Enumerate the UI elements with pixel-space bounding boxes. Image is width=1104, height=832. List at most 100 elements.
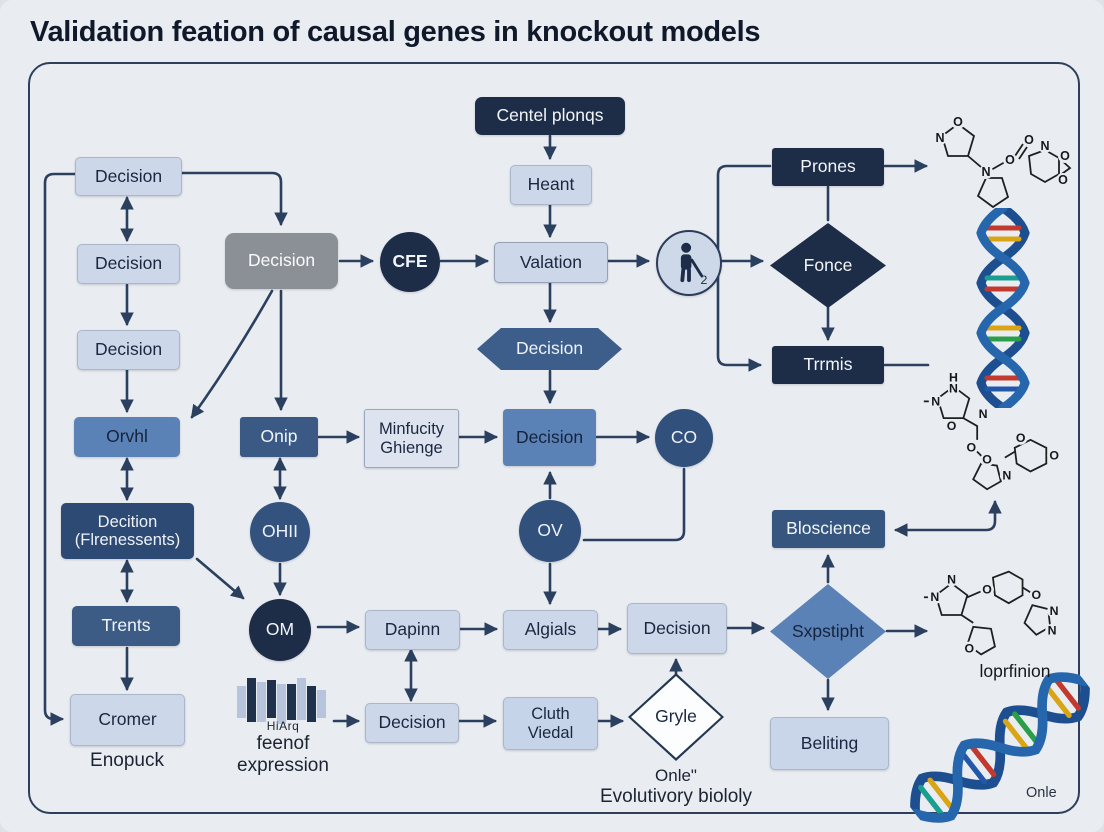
- node-label: OHII: [262, 521, 298, 542]
- caption-expression: expression: [237, 755, 329, 776]
- node-label: Prones: [800, 156, 856, 177]
- node-decision-mid: Decision: [503, 409, 596, 466]
- atom-label: O: [982, 453, 992, 467]
- node-person-circle: 2: [656, 230, 722, 296]
- node-label: Sxpstipht: [792, 620, 864, 641]
- atom-label: H: [949, 371, 958, 385]
- bar: [247, 678, 256, 722]
- node-label: Heant: [527, 174, 575, 195]
- bar: [267, 680, 276, 718]
- node-trents: Trents: [72, 606, 180, 646]
- atom-label: N: [981, 165, 990, 179]
- node-centel-plonqs: Centel plonqs: [475, 97, 625, 135]
- caption-onle-note: Onle": [655, 766, 697, 785]
- caption-enopuck: Enopuck: [90, 750, 164, 771]
- node-decision-row: Decision: [627, 603, 727, 654]
- node-label: Onip: [260, 426, 298, 447]
- node-ohii: OHII: [250, 502, 310, 562]
- caption-hiarq: HiArq: [266, 719, 300, 733]
- atom-label: O: [1005, 153, 1015, 167]
- caption-feenof: feenof: [256, 733, 310, 754]
- node-label: Decision: [643, 617, 711, 638]
- person-subscript: 2: [700, 273, 707, 287]
- atom-label: O: [1058, 173, 1068, 187]
- node-prones: Prones: [772, 148, 884, 186]
- figure-frame: [28, 62, 1080, 814]
- node-label: CFE: [392, 251, 428, 272]
- node-label: Valation: [520, 251, 582, 272]
- node-label: Decition(Flrenessents): [75, 513, 180, 550]
- chemical-structure-middle-icon: H N N O N O O N O O: [923, 371, 1062, 491]
- caption-onle-corner: Onle: [1026, 785, 1057, 801]
- node-decition-flrenessents: Decition(Flrenessents): [61, 503, 194, 559]
- node-label: OV: [537, 520, 563, 541]
- atom-label: O: [965, 641, 975, 655]
- node-decision-hexagon: Decision: [477, 328, 622, 370]
- atom-label: O: [1060, 149, 1070, 163]
- node-label: Decision: [378, 712, 446, 733]
- node-heant: Heant: [510, 165, 592, 205]
- node-algials: Algials: [503, 610, 598, 650]
- atom-label: O: [953, 115, 963, 129]
- atom-label: O: [966, 441, 976, 455]
- atom-label: N: [930, 590, 939, 604]
- node-decision-1: Decision: [75, 157, 182, 196]
- node-label: Decision: [94, 165, 163, 186]
- dna-helix-diagonal-icon: [910, 672, 1090, 823]
- bar: [277, 684, 286, 724]
- atom-label: O: [982, 582, 992, 596]
- node-label: Algials: [524, 619, 577, 640]
- atom-label: N: [935, 131, 944, 145]
- node-bloscience: Bloscience: [772, 510, 885, 548]
- node-label: Beliting: [800, 732, 859, 753]
- atom-label: O: [1024, 133, 1034, 147]
- node-decision-bottom: Decision: [365, 703, 459, 743]
- node-cfe: CFE: [380, 232, 440, 292]
- atom-label: O: [947, 419, 957, 433]
- atom-label: O: [1032, 588, 1042, 602]
- node-label-line1: Minfucity: [378, 420, 445, 439]
- atom-label: N: [979, 407, 988, 421]
- node-dapinn: Dapinn: [365, 610, 460, 650]
- bar: [297, 678, 306, 720]
- node-label-line2: Ghienge: [380, 438, 443, 457]
- node-om: OM: [249, 599, 311, 661]
- node-valation: Valation: [494, 242, 608, 283]
- node-decision-gray: Decision: [225, 233, 338, 289]
- node-label: Decision: [515, 338, 584, 359]
- node-label: Gryle: [655, 706, 697, 727]
- bar: [237, 686, 246, 718]
- caption-gryle-block: Onle" Evolutivory biololy: [576, 766, 776, 808]
- bar: [317, 690, 326, 718]
- node-trrmis: Trrmis: [772, 346, 884, 384]
- node-label: Trrmis: [803, 354, 853, 375]
- node-decision-2: Decision: [77, 244, 180, 284]
- atom-label: O: [1016, 431, 1026, 445]
- bar: [257, 682, 266, 722]
- node-label-line2: Viedal: [527, 723, 574, 742]
- node-label: Decision: [94, 339, 163, 360]
- caption-expression-block: HiArq feenof expression: [223, 719, 343, 777]
- node-label: Orvhl: [106, 426, 148, 447]
- node-label: CO: [670, 427, 698, 448]
- bar: [287, 684, 296, 720]
- person-with-cane-icon: 2: [680, 242, 707, 287]
- node-onip: Onip: [240, 417, 318, 457]
- node-co: CO: [655, 409, 713, 467]
- atom-label: N: [949, 381, 958, 395]
- node-label: Trents: [101, 615, 151, 636]
- node-label-line2: (Flrenessents): [74, 531, 181, 549]
- bar: [307, 686, 316, 722]
- figure-title: Validation feation of causal genes in kn…: [30, 16, 761, 48]
- atom-label: N: [931, 394, 940, 408]
- node-label: Fonce: [803, 254, 853, 275]
- atom-label: N: [1002, 468, 1011, 482]
- atom-label: O: [1049, 449, 1059, 463]
- expression-bar-pattern-icon: [237, 676, 327, 724]
- caption-evolutivory: Evolutivory biololy: [599, 786, 753, 807]
